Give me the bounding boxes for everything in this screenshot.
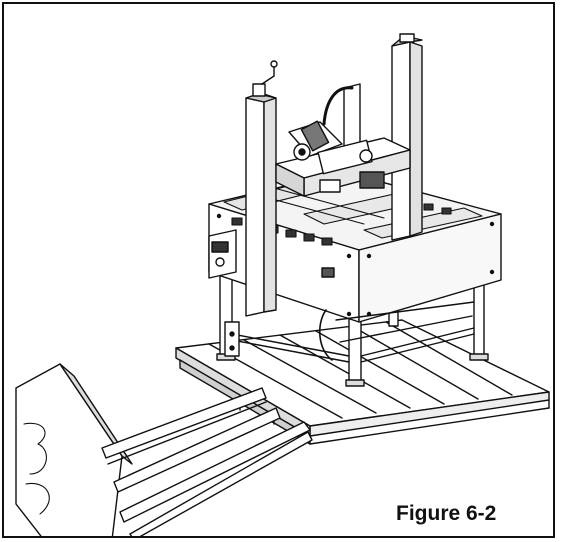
figure-frame: Figure 6-2 xyxy=(2,2,555,538)
top-head xyxy=(275,83,411,197)
figure-caption: Figure 6-2 xyxy=(396,502,497,525)
left-column xyxy=(224,83,277,357)
side-control-box xyxy=(208,229,237,279)
forklift xyxy=(15,363,313,536)
machine-illustration xyxy=(15,33,550,536)
crank-handle xyxy=(261,60,278,85)
right-column xyxy=(391,33,423,241)
